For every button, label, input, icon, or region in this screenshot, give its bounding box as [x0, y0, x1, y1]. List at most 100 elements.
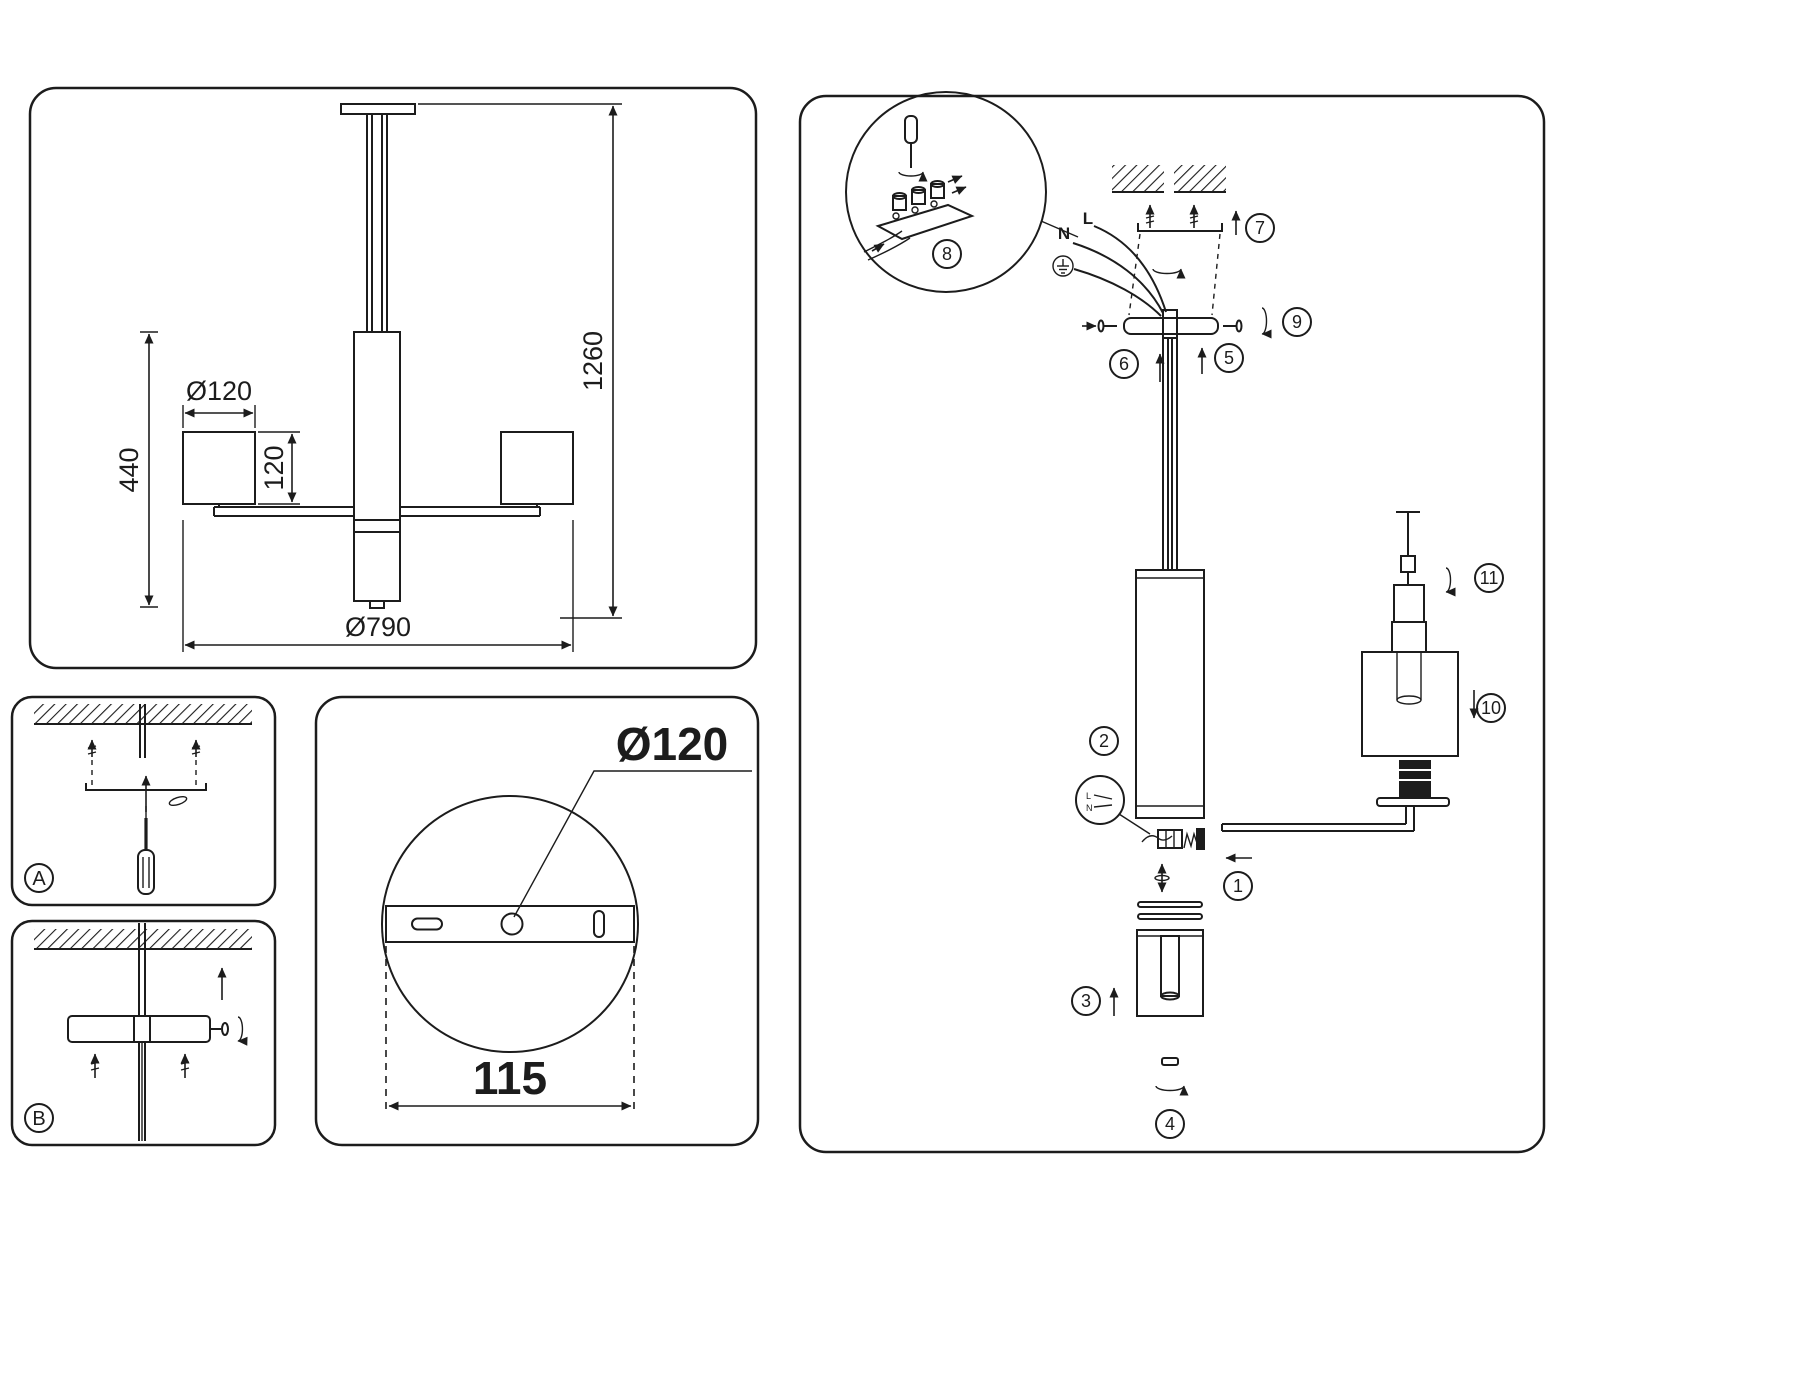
- wires-icon: [863, 230, 911, 261]
- canopy: [1123, 317, 1219, 335]
- arm-tube: [1221, 806, 1415, 832]
- rotate-arrow-icon: [1155, 1085, 1189, 1096]
- mini-wiring-bubble: L N: [1075, 775, 1151, 835]
- dim-overall-height: 1260: [418, 103, 622, 619]
- step-3-badge: 3: [1071, 986, 1101, 1016]
- plate-slot-left: [411, 917, 443, 931]
- mounting-bracket: [1137, 223, 1223, 232]
- canopy-assembly: [1082, 307, 1272, 382]
- step-5-badge: 5: [1214, 343, 1244, 373]
- step-b-badge: B: [24, 1103, 54, 1133]
- panel-step-a: A: [10, 695, 277, 907]
- anchor-screw-icon: [1189, 204, 1199, 228]
- panel-step-b: B: [10, 919, 277, 1147]
- socket-cylinder: [1393, 584, 1425, 623]
- step-10-label: 10: [1481, 698, 1501, 718]
- terminal-assembly: [1141, 828, 1205, 850]
- dim-overall-diameter-label: Ø790: [345, 612, 411, 642]
- step-3-label: 3: [1081, 991, 1091, 1011]
- leader-line: [513, 770, 752, 918]
- rotate-arrow-icon: [1261, 307, 1272, 339]
- ceiling-and-bracket: [1112, 165, 1241, 316]
- anchor-screw-right-icon: [191, 739, 201, 786]
- panel-assembly-border: [798, 94, 1546, 1154]
- screw-head-icon: [168, 795, 188, 807]
- anchor-screw-left-icon: [87, 739, 97, 786]
- panel-plate-border: [314, 695, 760, 1147]
- panel-plate-detail: Ø120 115: [314, 695, 760, 1147]
- panel-step-b-border: [10, 919, 277, 1147]
- hole-spacing-label: 115: [473, 1052, 547, 1104]
- step-11-label: 11: [1480, 568, 1499, 588]
- ceiling-hatch: [1112, 165, 1164, 192]
- ceiling-hatch: [34, 929, 252, 949]
- step-8-badge: 8: [932, 239, 962, 269]
- plate-circle: [381, 795, 639, 1053]
- arm-shade: [1361, 651, 1459, 757]
- terminal-block-icon: [875, 180, 975, 241]
- step-11-badge: 11: [1474, 563, 1504, 593]
- plate-slot-right: [593, 910, 605, 938]
- canopy-screw-right-icon: [180, 1053, 190, 1078]
- screwdriver-icon: [898, 115, 928, 182]
- step-6-badge: 6: [1109, 349, 1139, 379]
- plate-center-hole: [500, 912, 524, 936]
- dim-stem-height-label: 440: [114, 447, 144, 492]
- anchor-screw-icon: [1145, 204, 1155, 228]
- step-1-badge: 1: [1223, 871, 1253, 901]
- lamp-pin-icon: [1396, 511, 1420, 585]
- dim-shade-height: 120: [258, 431, 300, 505]
- ground-icon: [1052, 255, 1074, 277]
- step-5-label: 5: [1224, 348, 1234, 368]
- panel-overview-border: [28, 86, 758, 670]
- canopy-screw-left-icon: [90, 1053, 100, 1078]
- rotate-arrow-icon: [1152, 268, 1186, 279]
- wire-live-label: L: [1083, 209, 1093, 228]
- socket-neck: [1391, 621, 1427, 653]
- panel-assembly: 8 N L: [798, 91, 1546, 1154]
- step-a-badge: A: [24, 863, 54, 893]
- lamp-body: [1135, 569, 1205, 819]
- side-screw-icon: [1235, 319, 1243, 333]
- finial-nut: [1161, 1057, 1179, 1066]
- step-a-label: A: [32, 868, 46, 890]
- black-socket: [1399, 760, 1431, 798]
- side-screw-icon: [1097, 319, 1105, 333]
- step-4-badge: 4: [1155, 1109, 1185, 1139]
- connector-block: [1196, 828, 1205, 850]
- step-9-label: 9: [1292, 312, 1302, 332]
- step-b-label: B: [32, 1108, 45, 1130]
- step-2-label: 2: [1099, 731, 1109, 751]
- canopy: [67, 1015, 211, 1043]
- supply-wires: N L: [1052, 209, 1167, 317]
- chandelier-drawing: [182, 103, 574, 609]
- panel-overview: Ø120 440 120 1260 Ø790: [28, 86, 758, 670]
- trim-ring: [1137, 913, 1203, 920]
- step-8-label: 8: [942, 244, 952, 264]
- center-shade: [1136, 929, 1204, 1017]
- step-1-label: 1: [1233, 876, 1243, 896]
- wire-neutral-label: N: [1058, 224, 1070, 243]
- twist-arrow-icon: [1154, 863, 1170, 893]
- wiring-detail-bubble: [845, 91, 1079, 293]
- arm-subassembly: [1221, 511, 1479, 832]
- rotate-arrow-icon: [237, 1016, 248, 1046]
- screwdriver-icon: [137, 806, 155, 895]
- dim-shade-height-label: 120: [259, 445, 289, 490]
- dim-stem-height: 440: [114, 331, 158, 608]
- side-screw-icon: [210, 1016, 248, 1046]
- trim-ring: [1137, 901, 1203, 908]
- inset-neutral-label: N: [1086, 803, 1093, 813]
- dim-overall-diameter: Ø790: [182, 520, 574, 652]
- dim-shade-diameter: Ø120: [182, 376, 256, 428]
- step-6-label: 6: [1119, 354, 1129, 374]
- step-4-label: 4: [1165, 1114, 1175, 1134]
- dim-overall-height-label: 1260: [578, 331, 608, 391]
- right-shade: [500, 431, 574, 505]
- ceiling-hatch: [1174, 165, 1226, 192]
- inset-live-label: L: [1086, 791, 1091, 801]
- ceiling-hatch: [34, 704, 252, 724]
- step-7-label: 7: [1255, 218, 1265, 238]
